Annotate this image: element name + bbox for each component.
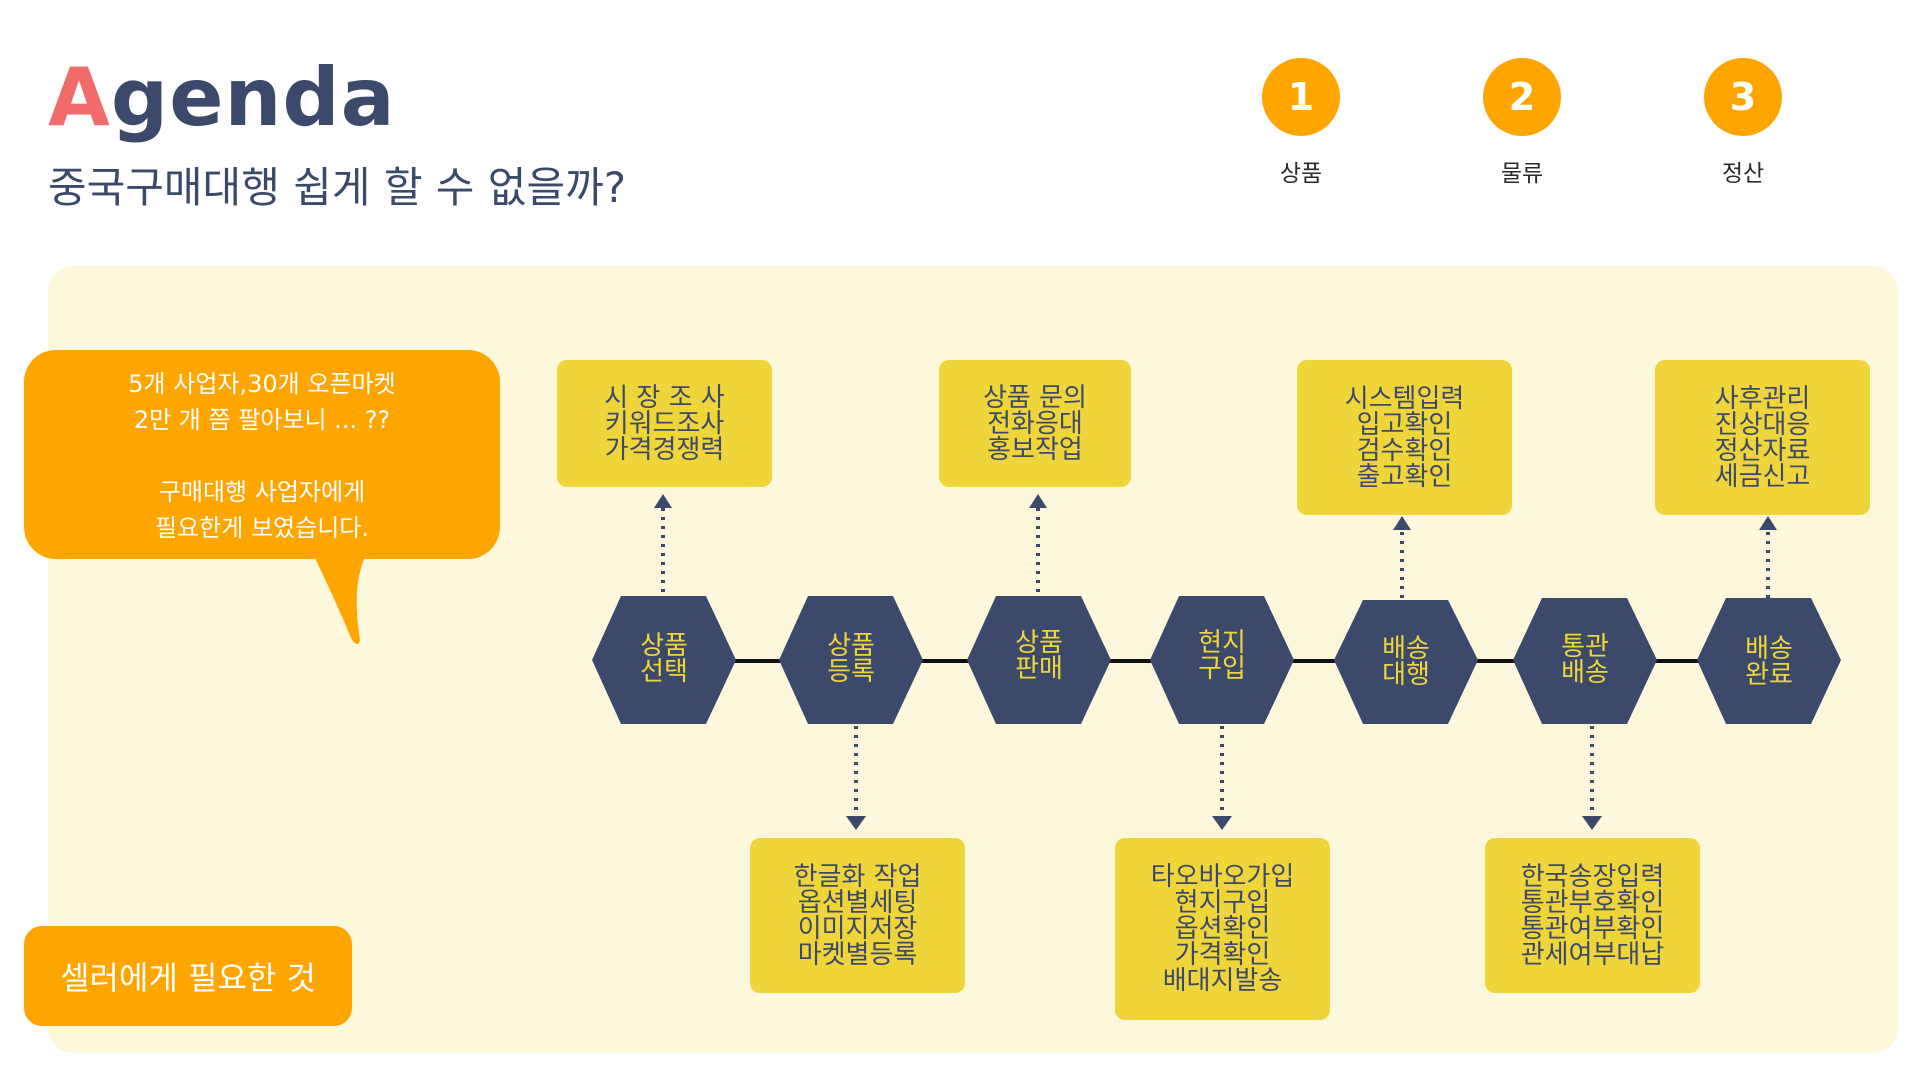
step-2: 2 물류 — [1442, 58, 1602, 188]
process-hexagon-7 — [1697, 598, 1841, 724]
process-hexagon-6 — [1513, 598, 1657, 724]
detail-box-research: 시 장 조 사 키워드조사 가격경쟁력 — [557, 360, 772, 487]
detail-box-text: 사후관리 진상대응 정산자료 세금신고 — [1714, 383, 1811, 492]
page-subtitle: 중국구매대행 쉽게 할 수 없을까? — [48, 163, 627, 212]
process-hexagon-3 — [967, 596, 1111, 724]
speech-bubble-text: 5개 사업자,30개 오픈마켓 2만 개 쯤 팔아보니 ... ?? 구매대행 … — [128, 370, 396, 542]
process-label-5: 배송 대행 — [1382, 634, 1430, 690]
detail-box-aftercare: 사후관리 진상대응 정산자료 세금신고 — [1655, 360, 1870, 515]
step-number-badge: 3 — [1704, 58, 1782, 136]
connector-up-1 — [654, 494, 672, 592]
process-hexagon-2 — [779, 596, 923, 724]
process-label-6: 통관 배송 — [1561, 632, 1609, 688]
step-label: 상품 — [1279, 161, 1323, 187]
detail-box-forwarding: 시스템입력 입고확인 검수확인 출고확인 — [1297, 360, 1512, 515]
process-hexagon-4 — [1150, 596, 1294, 724]
agenda-title: Agenda — [48, 58, 396, 138]
agenda-title-initial: A — [48, 51, 111, 144]
process-hexagon-1 — [592, 596, 736, 724]
speech-bubble-tail — [310, 548, 370, 644]
connector-down-6 — [1582, 726, 1602, 830]
step-1: 1 상품 — [1221, 58, 1381, 188]
process-label-1: 상품 선택 — [640, 631, 688, 687]
connector-down-4 — [1212, 726, 1232, 830]
process-label-7: 배송 완료 — [1745, 634, 1793, 690]
process-label-4: 현지 구입 — [1198, 628, 1246, 684]
step-3: 3 정산 — [1663, 58, 1823, 188]
detail-box-text: 한글화 작업 옵션별세팅 이미지저장 마켓별등록 — [793, 861, 922, 970]
process-label-3: 상품 판매 — [1015, 628, 1063, 684]
connector-up-7 — [1759, 516, 1777, 598]
detail-box-text: 시스템입력 입고확인 검수확인 출고확인 — [1344, 383, 1465, 492]
connector-down-2 — [846, 726, 866, 830]
detail-box-text: 상품 문의 전화응대 홍보작업 — [983, 382, 1087, 465]
step-label: 물류 — [1500, 161, 1544, 187]
process-hexagon-5 — [1334, 600, 1478, 724]
detail-box-customs: 한국송장입력 통관부호확인 통관여부확인 관세여부대납 — [1485, 838, 1700, 993]
step-number-badge: 1 — [1262, 58, 1340, 136]
process-label-2: 상품 등록 — [827, 631, 875, 687]
detail-box-purchase: 타오바오가입 현지구입 옵션확인 가격확인 배대지발송 — [1115, 838, 1330, 1020]
detail-box-text: 시 장 조 사 키워드조사 가격경쟁력 — [604, 382, 725, 465]
step-number-badge: 2 — [1483, 58, 1561, 136]
seller-needs-label: 셀러에게 필요한 것 — [24, 926, 352, 1026]
connector-up-5 — [1393, 516, 1411, 598]
detail-box-registration: 한글화 작업 옵션별세팅 이미지저장 마켓별등록 — [750, 838, 965, 993]
detail-box-sales: 상품 문의 전화응대 홍보작업 — [939, 360, 1131, 487]
detail-box-text: 한국송장입력 통관부호확인 통관여부확인 관세여부대납 — [1520, 861, 1665, 970]
speech-bubble: 5개 사업자,30개 오픈마켓 2만 개 쯤 팔아보니 ... ?? 구매대행 … — [24, 350, 500, 559]
step-label: 정산 — [1721, 161, 1765, 187]
detail-box-text: 타오바오가입 현지구입 옵션확인 가격확인 배대지발송 — [1150, 862, 1295, 996]
connector-up-3 — [1029, 494, 1047, 592]
agenda-title-rest: genda — [110, 51, 396, 144]
